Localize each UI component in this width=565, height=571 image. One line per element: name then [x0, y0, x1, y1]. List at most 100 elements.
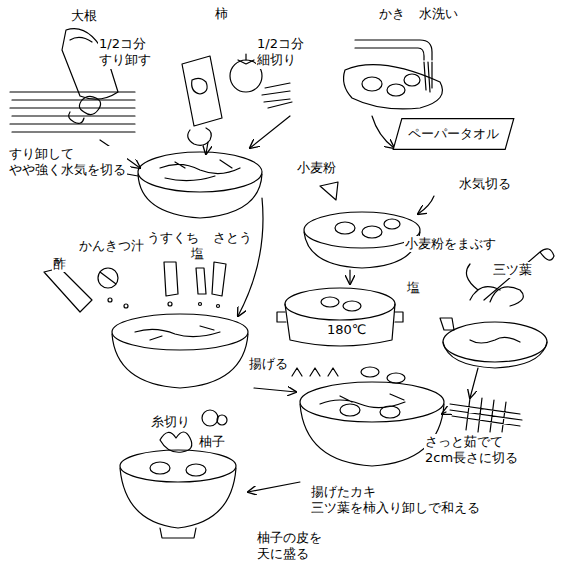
step-label: 酢 — [52, 256, 67, 272]
seasonings-part — [164, 262, 178, 296]
oyster-washing-part — [355, 48, 424, 60]
mitsuba-pot-part — [484, 249, 554, 300]
seasonings-part — [44, 268, 92, 312]
final-bowl-part — [202, 410, 218, 426]
final-bowl — [120, 410, 236, 538]
dressing-bowl-part — [112, 314, 248, 350]
step-label: 小麦粉をまぶす — [404, 236, 497, 252]
mixing-bowl-part — [138, 152, 262, 192]
flow-arrows-part — [238, 198, 263, 316]
step-label: 三ツ葉 — [492, 262, 533, 278]
persimmon-grating-part — [262, 83, 292, 108]
frying-pot — [277, 288, 405, 383]
final-bowl-part — [217, 415, 227, 425]
serving-bowl — [300, 382, 444, 466]
serving-bowl-part — [300, 404, 444, 466]
paper-towel-shape — [393, 119, 514, 150]
mitsuba-pot-part — [440, 318, 454, 330]
daikon-grating-part — [79, 96, 100, 114]
serving-bowl-part — [320, 394, 405, 408]
oyster-washing — [344, 40, 443, 109]
frying-pot-part — [285, 304, 395, 346]
step-label: かんきつ汁 — [78, 238, 145, 254]
flour-bowl-part — [304, 232, 420, 268]
flow-arrows — [74, 116, 478, 492]
seasonings-part — [217, 305, 220, 308]
daikon-grating-part — [70, 37, 92, 42]
persimmon-grating-part — [238, 54, 254, 64]
step-label: 糸切り — [150, 414, 191, 430]
mitsuba-pot-part — [450, 398, 522, 432]
frying-pot-part — [321, 297, 339, 307]
seasonings-part — [108, 298, 112, 302]
seasonings-part — [212, 262, 226, 296]
step-label: かき — [378, 6, 406, 22]
dressing-bowl-part — [135, 326, 220, 340]
flow-arrows-part — [250, 116, 290, 148]
step-label: 塩 — [190, 246, 205, 262]
seasonings-part — [196, 268, 206, 294]
oyster-washing-part — [404, 74, 420, 86]
mitsuba-pot-part — [443, 322, 547, 362]
seasonings — [44, 262, 226, 312]
daikon-grating-part — [10, 92, 135, 132]
oyster-washing-part — [362, 77, 382, 91]
persimmon-grating-part — [192, 78, 207, 94]
flow-arrows-part — [418, 196, 434, 214]
final-bowl-part — [120, 450, 236, 482]
step-label: 水洗い — [418, 6, 459, 22]
frying-pot-part — [277, 312, 403, 322]
dressing-bowl-part — [112, 334, 248, 388]
flour-bowl — [304, 182, 420, 268]
mixing-bowl — [138, 152, 262, 218]
flow-arrows-part — [470, 368, 478, 398]
step-label: 1/2コ分 細切り — [256, 36, 305, 69]
mitsuba-pot-part — [470, 337, 520, 343]
mitsuba-pot — [440, 249, 554, 432]
final-bowl-part — [120, 468, 236, 528]
flow-arrows-part — [254, 388, 296, 392]
serving-bowl-part — [300, 382, 444, 422]
step-label: すり卸して やや強く水気を切る — [8, 146, 127, 179]
final-bowl-part — [150, 462, 170, 474]
serving-bowl-part — [380, 406, 400, 418]
step-label: 塩 — [406, 280, 421, 296]
frying-pot-part — [292, 368, 338, 376]
seasonings-part — [199, 303, 202, 306]
step-label: 揚げる — [248, 356, 289, 372]
mixing-bowl-part — [138, 174, 262, 218]
flour-bowl-part — [384, 219, 400, 229]
flow-arrows-part — [349, 270, 350, 284]
oyster-washing-part — [355, 40, 432, 60]
seasonings-part — [168, 302, 172, 306]
frying-pot-part — [285, 288, 395, 320]
step-label: 柚子 — [198, 434, 226, 450]
step-label: 大根 — [70, 8, 98, 24]
mixing-bowl-part — [160, 160, 240, 181]
seasonings-part — [98, 268, 118, 288]
step-label: さとう — [212, 230, 253, 246]
seasonings-part — [124, 304, 128, 308]
seasonings-part — [100, 272, 116, 284]
step-label: 揚げたカキ 三ツ葉を柿入り卸しで和える — [310, 484, 481, 517]
step-label: 水気切る — [458, 176, 512, 192]
final-bowl-part — [160, 432, 192, 452]
flour-bowl-part — [362, 226, 382, 238]
frying-pot-part — [361, 367, 379, 377]
step-label: 柿 — [214, 6, 229, 22]
flow-arrows-part — [248, 482, 300, 492]
step-label: 180℃ — [326, 322, 367, 338]
frying-pot-part — [387, 373, 405, 383]
paper-towel: ペーパータオル — [392, 118, 515, 150]
step-label: 小麦粉 — [296, 160, 337, 176]
persimmon-grating-part — [182, 56, 222, 126]
step-label: さっと茹でて 2cm長さに切る — [424, 434, 519, 467]
dressing-bowl — [112, 314, 248, 388]
mitsuba-pot-part — [443, 342, 547, 368]
flour-bowl-part — [320, 182, 338, 200]
oyster-washing-part — [344, 65, 443, 109]
serving-bowl-part — [340, 404, 360, 416]
oyster-washing-part — [387, 84, 405, 96]
final-bowl-part — [160, 528, 196, 538]
